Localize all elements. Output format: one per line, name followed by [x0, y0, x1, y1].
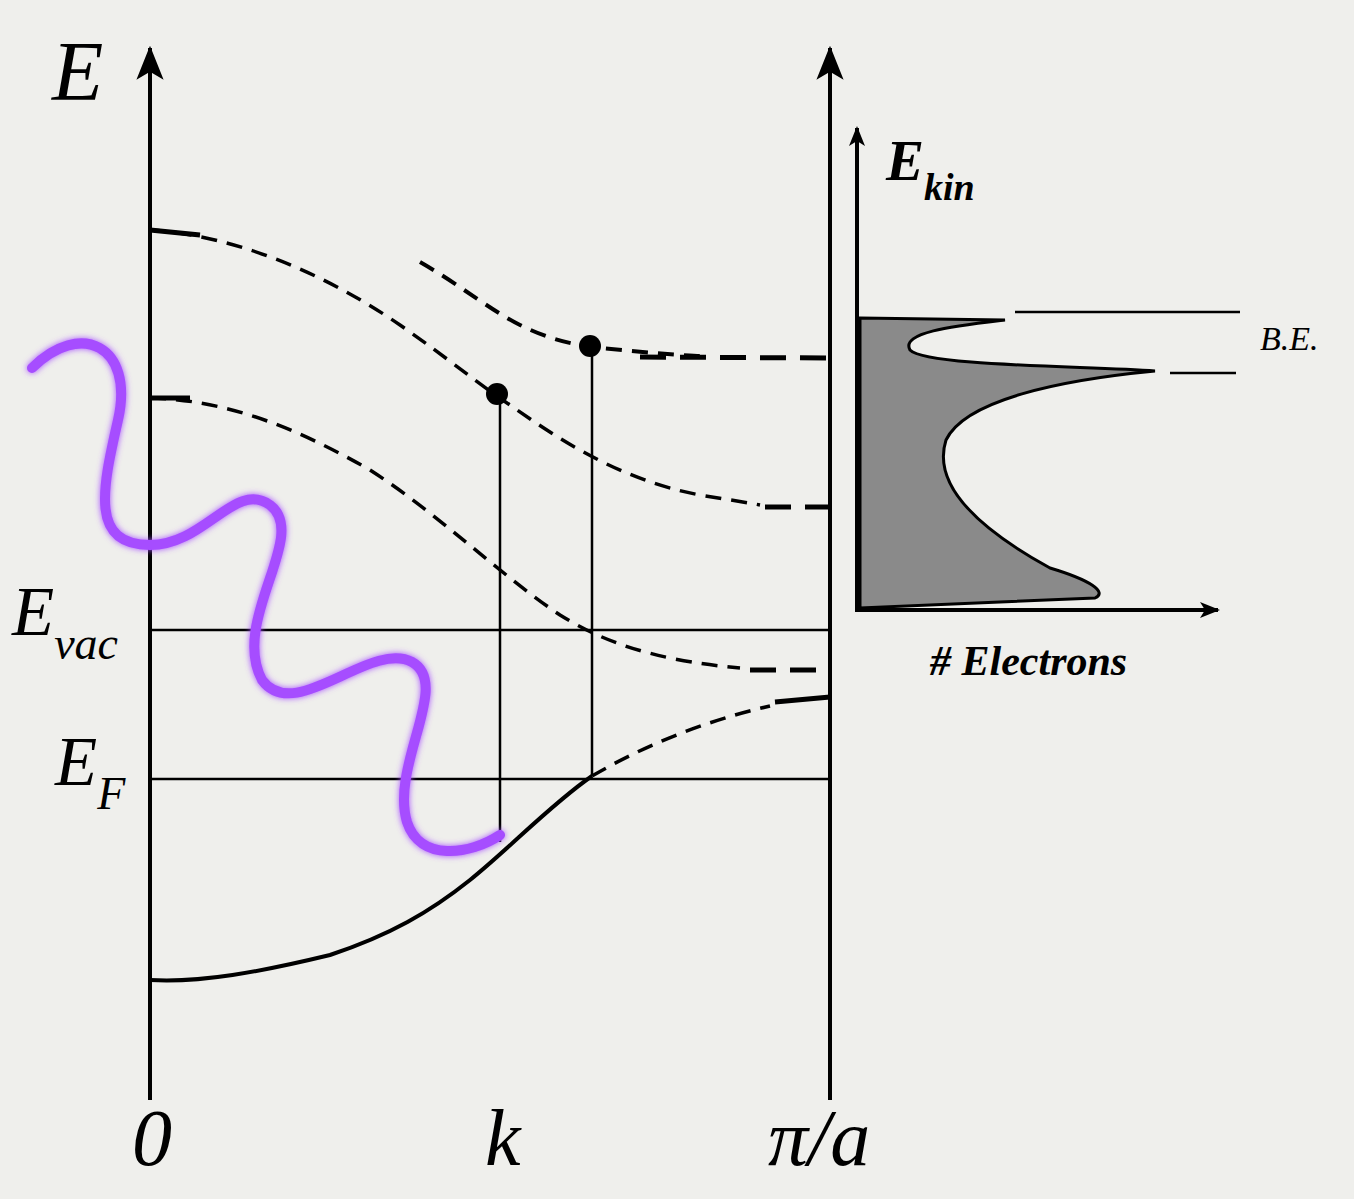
axis-label: E: [52, 30, 103, 114]
photoemission-spectrum: [860, 318, 1155, 608]
band-edge-dash: [150, 230, 200, 235]
zone-boundary-axis: [828, 48, 832, 1100]
axis-tick-label: π/a: [768, 1098, 870, 1178]
photon-wave: [32, 343, 500, 851]
fermi-level: [150, 778, 830, 781]
binding-energy-marker: [1015, 311, 1240, 314]
electron-count-axis: [857, 608, 1218, 612]
binding-energy-marker: [1170, 372, 1236, 375]
unoccupied-band: [592, 706, 770, 776]
axis-tick-label: 0: [132, 1098, 172, 1178]
final-state-band: [150, 398, 740, 668]
band-edge-dash: [765, 505, 830, 510]
axis-label: Ekin: [886, 132, 975, 206]
final-state-dot: [579, 335, 601, 357]
axis-label: # Electrons: [930, 640, 1127, 682]
direct-transition: [499, 394, 502, 842]
occupied-band: [150, 776, 592, 980]
level-label: Evac: [12, 578, 118, 667]
final-state-band: [150, 230, 760, 505]
band-edge-dash: [775, 697, 830, 702]
axis-tick-label: k: [485, 1098, 521, 1178]
level-label: EF: [55, 728, 125, 817]
final-state-band: [420, 262, 700, 356]
band-edge-dash: [640, 357, 830, 358]
final-state-dot: [486, 383, 508, 405]
band-edge-dash: [750, 668, 830, 673]
energy-axis: [148, 48, 152, 1100]
direct-transition: [591, 346, 594, 776]
annotation: B.E.: [1260, 322, 1319, 356]
kinetic-energy-axis: [855, 128, 859, 612]
band-edge-dash: [150, 396, 190, 401]
